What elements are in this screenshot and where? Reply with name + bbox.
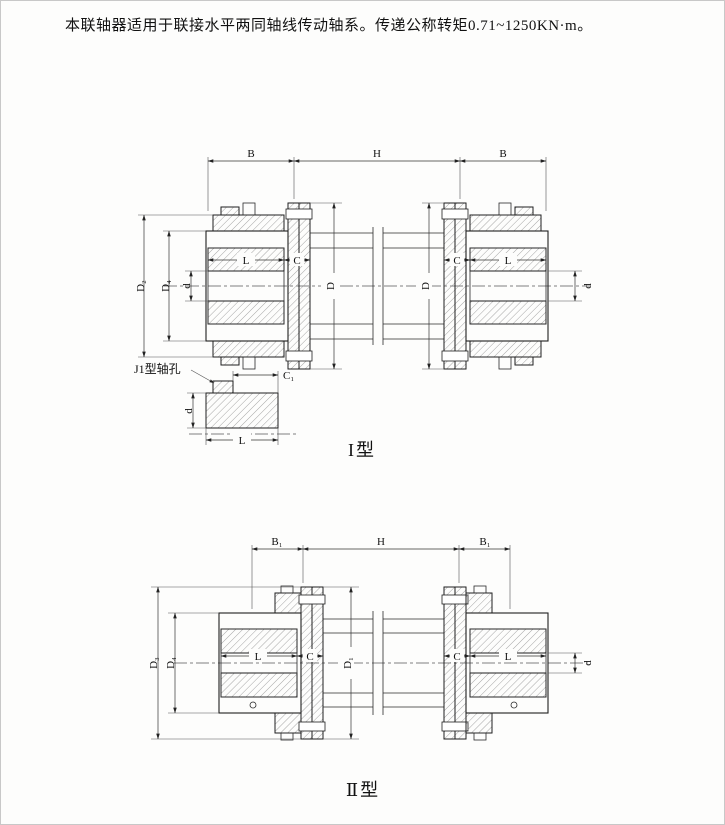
fig1-top-dimensions: B H B [207,148,547,211]
fig1-dim-label-flange-d-right: D [420,282,432,290]
fig2-dim-label-d3: D₃ [148,657,160,669]
detail-dim-label-d: d [183,408,195,414]
fig2-right-coupling-half [441,585,549,741]
fig2-left-flange-neck-bottom [274,712,302,734]
fig2-dim-label-l-right: L [505,651,512,663]
fig2-top-dimensions: B₁ H B₁ [251,536,511,609]
fig2-dim-label-h: H [377,536,385,548]
fig1-dim-label-b-right: B [499,148,506,160]
fig2-left-lube-hole [249,701,257,709]
fig2-dim-label-c-left: C [306,651,313,663]
fig2-inner-dimensions: L C D₁ C L [220,586,547,740]
fig2-right-dimensions: d [548,652,594,674]
fig2-dim-label-c-right: C [453,651,460,663]
fig1-left-flange-bolt-bottom [285,350,313,362]
fig2-dim-label-l-left: L [255,651,262,663]
fig1-dim-label-d4: D₄ [160,280,172,292]
fig1-dim-label-d-small-right: d [582,283,594,289]
intro-text: 本联轴器适用于联接水平两同轴线传动轴系。传递公称转矩0.71~1250KN·m。 [65,18,593,34]
fig1-dim-label-l-left: L [243,255,250,267]
fig1-left-bottom-bolt [242,356,256,370]
fig2-left-coupling-half [218,585,326,741]
fig2-right-flange-neck-top [465,592,493,614]
figure1-type1-drawing: B H B D₂ D₄ d [135,148,594,370]
fig1-left-dimensions: D₂ D₄ d [135,214,213,358]
fig1-dim-label-d2: D₂ [135,280,147,292]
fig2-middle-tube [323,611,444,715]
fig1-dim-label-h: H [373,148,381,160]
fig2-left-dimensions: D₃ D₄ [148,586,301,740]
fig1-dim-label-d-small-left: d [181,283,193,289]
figure1-detail-j1-shaft-hole: J1型轴孔 C₁ d L [134,361,299,447]
fig1-inner-dimensions: L C D D C L [207,202,547,370]
fig1-right-flange-plate-a [443,202,456,370]
fig1-left-end-cap [212,214,285,232]
detail-dim-label-l: L [239,435,246,447]
detail-leader-line [190,369,215,384]
figure2-caption: Ⅱ型 [346,780,380,800]
fig1-right-hub-lower [469,300,547,325]
fig1-right-top-bolt [498,202,512,216]
fig2-right-sleeve [465,612,549,714]
fig1-right-bottom-bolt [498,356,512,370]
fig2-right-lube-hole [510,701,518,709]
detail-boss [212,380,234,394]
fig2-dim-label-d-small-right: d [582,660,594,666]
fig2-right-flange-plate-b [454,586,467,740]
figure1-caption: I型 [348,440,376,460]
detail-label-j1: J1型轴孔 [134,361,181,376]
fig2-left-flange-plate-b [311,586,324,740]
fig1-dim-label-l-right: L [505,255,512,267]
fig1-right-end-cap [469,214,542,232]
fig2-dim-label-b1-right: B₁ [479,536,490,548]
fig2-right-hub-lower [469,672,547,698]
detail-dim-label-c1: C₁ [283,370,294,382]
fig2-dim-label-d4: D₄ [165,657,177,669]
fig1-right-dimensions: d [548,270,594,302]
fig2-right-flange-plate-a [443,586,456,740]
fig1-left-top-bolt [242,202,256,216]
fig1-dim-label-b-left: B [247,148,254,160]
detail-hub-section [205,392,279,429]
fig1-middle-tube [310,227,444,345]
fig2-left-flange-plate-a [300,586,313,740]
fig1-left-flange-plate-a [287,202,300,370]
fig2-left-flange-neck-top [274,592,302,614]
fig1-left-coupling-half [205,202,313,370]
fig1-dim-label-c-left: C [293,255,300,267]
fig1-left-flange-bolt-top [285,208,313,220]
fig1-left-flange-plate-b [298,202,311,370]
fig2-left-hub-lower [220,672,298,698]
fig1-right-flange-plate-b [454,202,467,370]
fig2-right-flange-neck-bottom [465,712,493,734]
fig2-dim-label-b1-left: B₁ [271,536,282,548]
fig1-left-hub-lower [207,300,285,325]
fig1-dim-label-c-right: C [453,255,460,267]
fig1-dim-label-flange-d-left: D [325,282,337,290]
fig2-dim-label-d1: D₁ [342,657,354,669]
figure2-type2-drawing: B₁ H B₁ D₃ D₄ d [148,536,594,741]
